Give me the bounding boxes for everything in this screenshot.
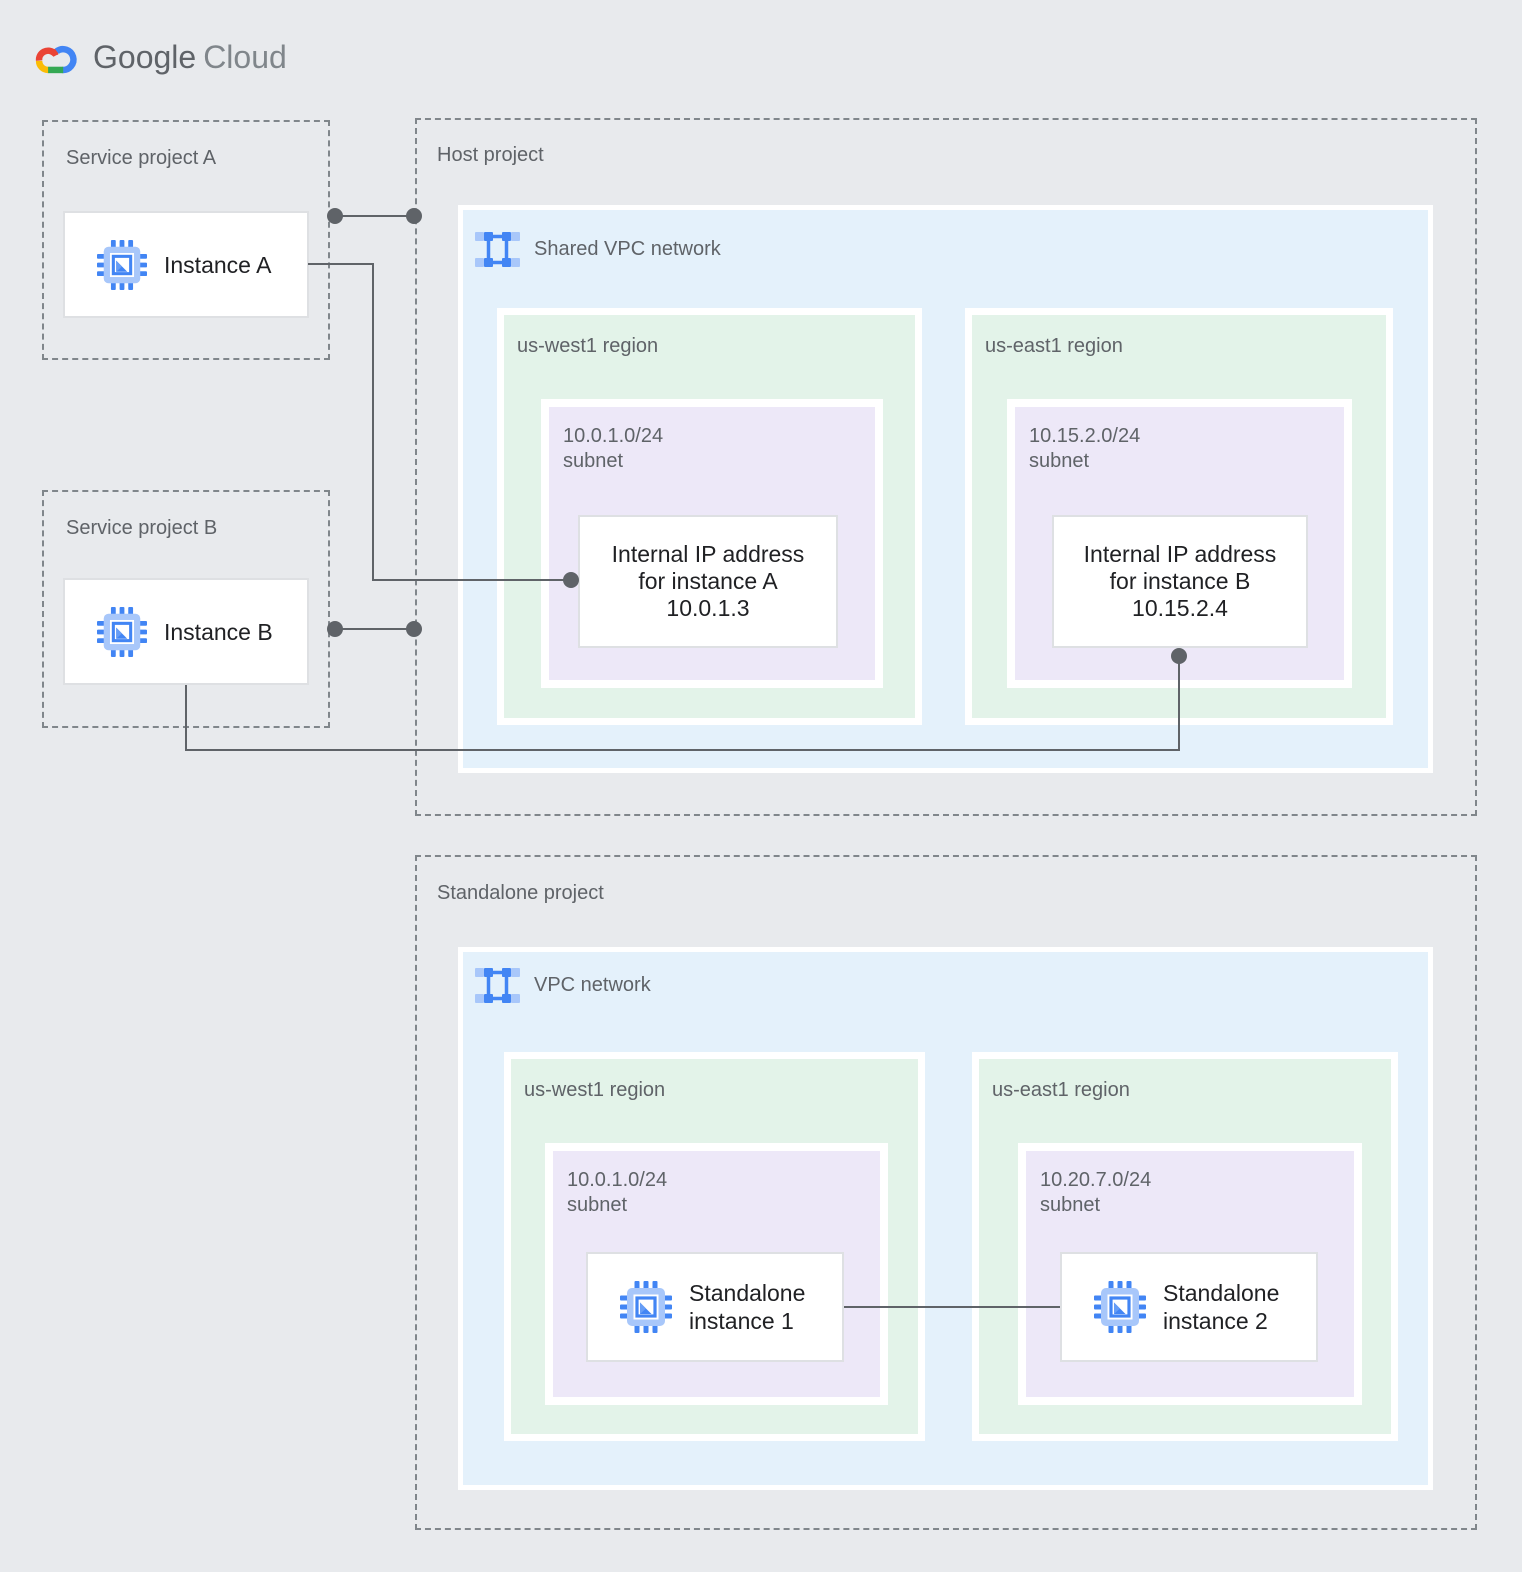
connector-dot — [1171, 648, 1187, 664]
subnet-word: subnet — [567, 1194, 628, 1216]
vpc-network-icon — [475, 229, 520, 270]
host-us-east1-region-label: us-east1 region — [985, 335, 1123, 357]
standalone-west-subnet-label: 10.0.1.0/24 subnet — [567, 1168, 667, 1218]
vpc-network-header: VPC network — [475, 965, 651, 1006]
subnet-cidr: 10.0.1.0/24 — [563, 425, 664, 447]
host-east-subnet-label: 10.15.2.0/24 subnet — [1029, 424, 1140, 474]
connector-dot — [327, 208, 343, 224]
subnet-word: subnet — [563, 450, 624, 472]
standalone-instance-1-label: Standalone instance 1 — [689, 1279, 805, 1335]
service-project-b-label: Service project B — [66, 517, 218, 539]
subnet-cidr: 10.15.2.0/24 — [1029, 425, 1141, 447]
subnet-word: subnet — [1040, 1194, 1101, 1216]
instance-label-line: instance 1 — [689, 1308, 794, 1334]
logo-brand-text: Google — [93, 38, 197, 75]
compute-instance-icon — [97, 607, 147, 657]
internal-ip-instance-b-card: Internal IP address for instance B 10.15… — [1052, 515, 1308, 648]
standalone-project-label: Standalone project — [437, 882, 604, 904]
subnet-cidr: 10.20.7.0/24 — [1040, 1169, 1152, 1191]
instance-a-card: Instance A — [63, 211, 309, 318]
subnet-cidr: 10.0.1.0/24 — [567, 1169, 668, 1191]
compute-instance-icon — [620, 1281, 672, 1333]
google-cloud-logo-icon — [33, 38, 79, 76]
vpc-network-label: VPC network — [534, 974, 651, 996]
connector-line — [334, 628, 415, 630]
ip-card-line: Internal IP address — [1083, 541, 1277, 567]
connector-line — [844, 1306, 1060, 1308]
subnet-word: subnet — [1029, 450, 1090, 472]
connector-line — [308, 263, 374, 265]
instance-b-label: Instance B — [164, 618, 273, 645]
host-us-west1-region-label: us-west1 region — [517, 335, 659, 357]
logo-product-text: Cloud — [203, 38, 287, 75]
connector-line — [1178, 655, 1180, 751]
connector-line — [372, 263, 374, 581]
connector-line — [185, 749, 1180, 751]
standalone-us-west1-region-label: us-west1 region — [524, 1079, 666, 1101]
standalone-instance-2-label: Standalone instance 2 — [1163, 1279, 1279, 1335]
ip-card-line: for instance A — [638, 568, 778, 594]
host-west-subnet-label: 10.0.1.0/24 subnet — [563, 424, 663, 474]
instance-label-line: Standalone — [1163, 1280, 1280, 1306]
shared-vpc-network-header: Shared VPC network — [475, 229, 721, 270]
shared-vpc-network-label: Shared VPC network — [534, 238, 721, 260]
standalone-instance-1-card: Standalone instance 1 — [586, 1252, 844, 1362]
instance-a-label: Instance A — [164, 251, 272, 278]
standalone-east-subnet-label: 10.20.7.0/24 subnet — [1040, 1168, 1151, 1218]
standalone-project-box — [415, 855, 1477, 1530]
connector-dot — [327, 621, 343, 637]
service-project-a-label: Service project A — [66, 147, 217, 169]
ip-card-line: for instance B — [1109, 568, 1251, 594]
ip-card-line: 10.15.2.4 — [1132, 595, 1228, 621]
connector-dot — [406, 621, 422, 637]
connector-dot — [563, 572, 579, 588]
ip-card-line: 10.0.1.3 — [666, 595, 750, 621]
connector-line — [185, 685, 187, 751]
instance-b-card: Instance B — [63, 578, 309, 685]
connector-line — [372, 579, 572, 581]
standalone-instance-2-card: Standalone instance 2 — [1060, 1252, 1318, 1362]
connector-line — [335, 215, 415, 217]
compute-instance-icon — [1094, 1281, 1146, 1333]
ip-card-line: Internal IP address — [611, 541, 805, 567]
instance-label-line: instance 2 — [1163, 1308, 1268, 1334]
host-project-box — [415, 118, 1477, 816]
standalone-us-east1-region-label: us-east1 region — [992, 1079, 1130, 1101]
compute-instance-icon — [97, 240, 147, 290]
service-project-a-box — [42, 120, 330, 360]
host-project-label: Host project — [437, 144, 544, 166]
internal-ip-instance-a-card: Internal IP address for instance A 10.0.… — [578, 515, 838, 648]
vpc-network-icon — [475, 965, 520, 1006]
connector-dot — [406, 208, 422, 224]
instance-label-line: Standalone — [689, 1280, 806, 1306]
